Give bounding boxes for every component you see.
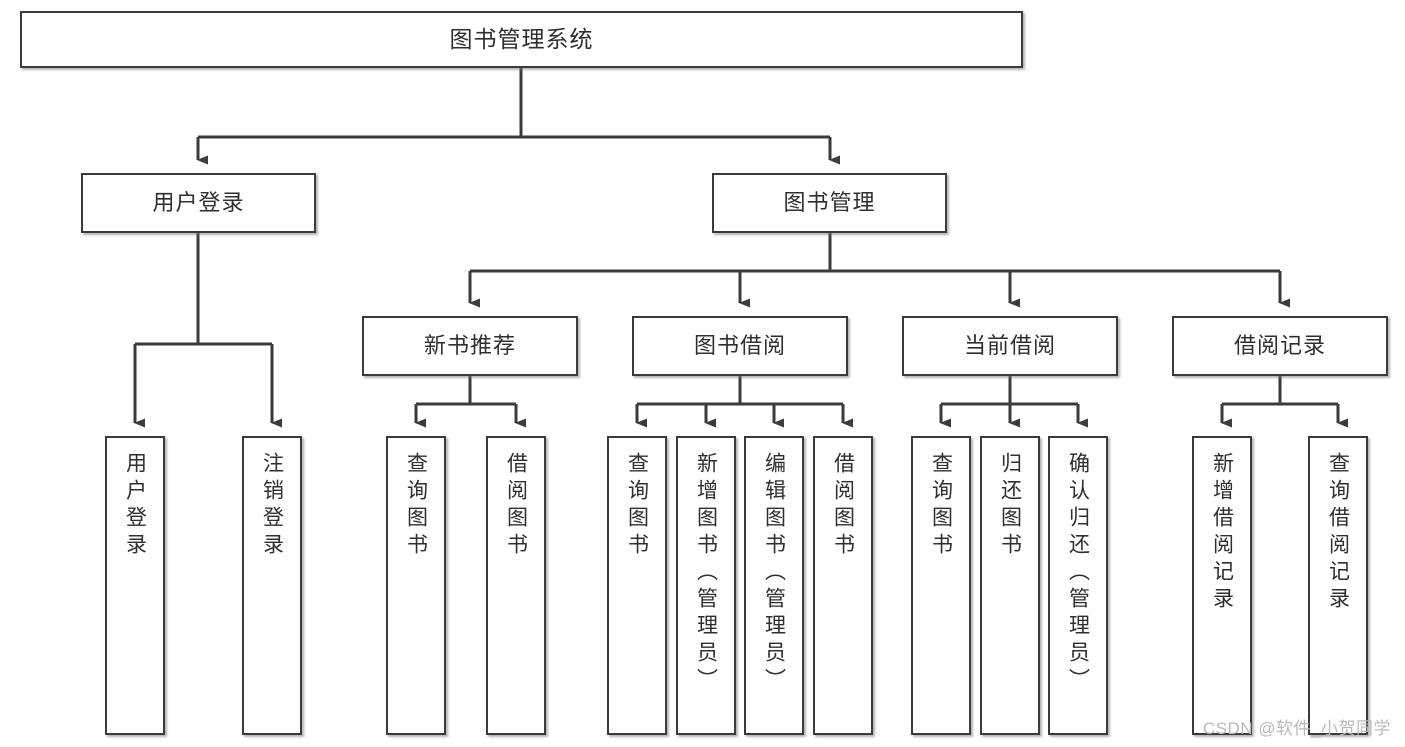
- new-book-recommend-to-leaves-connectors: [414, 376, 526, 428]
- node-leaf-logout-login[interactable]: 注销登录: [242, 436, 302, 735]
- node-root-book-management-system[interactable]: 图书管理系统: [20, 11, 1023, 68]
- node-label: 图书借阅: [693, 333, 786, 359]
- borrow-record-to-leaves-connectors: [1220, 376, 1348, 428]
- node-label: 新增借阅记录: [1210, 452, 1234, 614]
- csdn-watermark: CSDN @软件_小贺同学: [1202, 719, 1391, 738]
- node-label: 新增图书（管理员）: [694, 452, 718, 695]
- node-label: 借阅图书: [831, 452, 855, 560]
- book-borrow-to-leaves-connectors: [635, 376, 853, 428]
- node-label: 借阅图书: [504, 452, 528, 560]
- node-label: 用户登录: [123, 452, 147, 560]
- node-label: 查询图书: [625, 452, 649, 560]
- node-current-borrow[interactable]: 当前借阅: [902, 316, 1118, 376]
- node-leaf-query-book-3[interactable]: 查询图书: [911, 436, 971, 735]
- node-label: 图书管理: [783, 190, 876, 216]
- node-leaf-query-record[interactable]: 查询借阅记录: [1308, 436, 1368, 735]
- node-leaf-edit-book[interactable]: 编辑图书（管理员）: [744, 436, 804, 735]
- user-login-to-leaves-connectors: [133, 233, 282, 428]
- current-borrow-to-leaves-connectors: [939, 376, 1088, 428]
- node-label: 查询图书: [404, 452, 428, 560]
- node-label: 当前借阅: [963, 333, 1056, 359]
- node-leaf-add-book[interactable]: 新增图书（管理员）: [676, 436, 736, 735]
- node-new-book-recommend[interactable]: 新书推荐: [362, 316, 578, 376]
- node-leaf-confirm-return[interactable]: 确认归还（管理员）: [1048, 436, 1108, 735]
- node-leaf-query-book-2[interactable]: 查询图书: [607, 436, 667, 735]
- node-label: 查询图书: [929, 452, 953, 560]
- node-label: 新书推荐: [423, 333, 516, 359]
- node-label: 编辑图书（管理员）: [762, 452, 786, 695]
- node-label: 确认归还（管理员）: [1066, 452, 1090, 695]
- node-leaf-user-login[interactable]: 用户登录: [105, 436, 165, 735]
- node-borrow-record[interactable]: 借阅记录: [1172, 316, 1388, 376]
- node-label: 归还图书: [998, 452, 1022, 560]
- node-label: 图书管理系统: [449, 25, 594, 52]
- root-to-level2-connectors: [196, 68, 840, 165]
- node-label: 借阅记录: [1233, 333, 1326, 359]
- node-label: 用户登录: [152, 190, 245, 216]
- node-leaf-query-book-1[interactable]: 查询图书: [386, 436, 446, 735]
- node-leaf-return-book[interactable]: 归还图书: [980, 436, 1040, 735]
- node-label: 注销登录: [260, 452, 284, 560]
- node-label: 查询借阅记录: [1326, 452, 1350, 614]
- node-leaf-add-record[interactable]: 新增借阅记录: [1192, 436, 1252, 735]
- node-book-borrow[interactable]: 图书借阅: [632, 316, 848, 376]
- node-user-login[interactable]: 用户登录: [81, 173, 316, 233]
- node-leaf-borrow-book-1[interactable]: 借阅图书: [486, 436, 546, 735]
- node-book-manage[interactable]: 图书管理: [712, 173, 947, 233]
- book-manage-to-level3-connectors: [468, 233, 1290, 308]
- node-leaf-borrow-book-2[interactable]: 借阅图书: [813, 436, 873, 735]
